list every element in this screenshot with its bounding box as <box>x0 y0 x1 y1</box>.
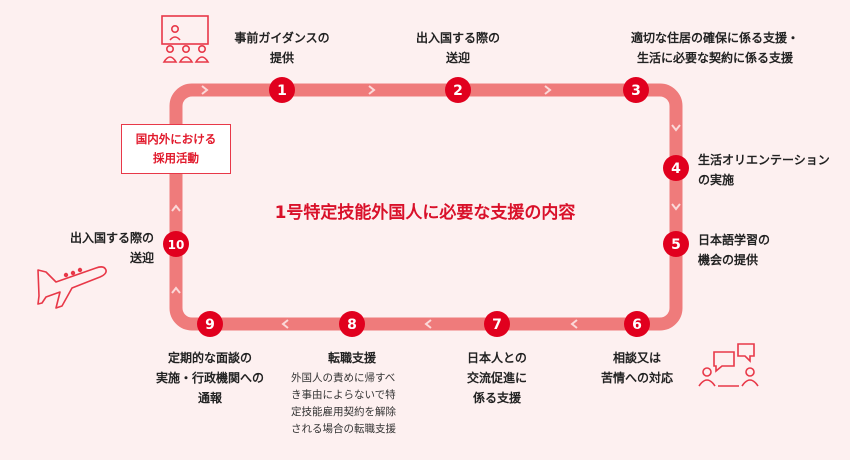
airplane-icon <box>37 266 107 309</box>
step-2-label: 出入国する際の 送迎 <box>416 28 500 68</box>
step-8-marker: 8 <box>339 311 365 337</box>
step-1-marker: 1 <box>269 77 295 103</box>
step-number: 7 <box>492 317 502 333</box>
step-6-label: 相談又は 苦情への対応 <box>601 348 673 388</box>
track-chevron <box>368 85 376 95</box>
step-6-label-line: 苦情への対応 <box>600 371 674 385</box>
track-chevrons <box>171 85 681 329</box>
step-number: 5 <box>671 237 681 253</box>
step-10-label: 出入国する際の 送迎 <box>70 228 154 268</box>
step-7-label-line: 係る支援 <box>472 391 522 405</box>
step-circle <box>484 311 510 337</box>
step-circle <box>269 77 295 103</box>
step-number: 2 <box>453 83 463 99</box>
step-number: 6 <box>632 317 642 333</box>
step-number: 1 <box>277 83 287 99</box>
step-4-label-line: 生活オリエンテーション <box>698 153 830 167</box>
domestic-box-line-1: 国内外における <box>135 132 217 146</box>
step-9-label-line: 実施・行政機関への <box>155 371 265 385</box>
domestic-recruitment-box: 国内外における 採用活動 <box>121 124 231 174</box>
step-6-marker: 6 <box>624 311 650 337</box>
step-circle <box>197 311 223 337</box>
step-number: 9 <box>205 317 215 333</box>
step-2-label-line: 出入国する際の <box>415 31 501 45</box>
step-circle <box>663 231 689 257</box>
step-number: 8 <box>347 317 357 333</box>
track-chevron <box>424 319 432 329</box>
step-1-label-line: 事前ガイダンスの <box>234 31 330 45</box>
step-circle <box>163 231 189 257</box>
step-8-note-line: 定技能雇用契約を解除 <box>291 406 396 418</box>
step-5-label-line: 日本語学習の <box>698 233 771 247</box>
step-number: 10 <box>168 238 185 252</box>
diagram-title: 1号特定技能外国人に必要な支援の内容 <box>274 203 576 223</box>
step-7-label-line: 日本人との <box>467 351 527 365</box>
step-number: 3 <box>631 83 641 99</box>
step-8-note: 外国人の責めに帰すべ き事由によらないで特 定技能雇用契約を解除 される場合の転… <box>291 370 396 438</box>
presentation-icon <box>161 15 210 63</box>
consultation-icon <box>698 343 759 387</box>
track-chevron <box>171 286 181 294</box>
step-3-label: 適切な住居の確保に係る支援・ 生活に必要な契約に係る支援 <box>631 28 799 68</box>
step-markers: 1 2 3 4 5 6 7 8 9 10 <box>163 77 689 337</box>
step-8-note-line: き事由によらないで特 <box>291 389 396 401</box>
track-chevron <box>671 203 681 211</box>
step-4-marker: 4 <box>663 155 689 181</box>
step-4-label: 生活オリエンテーション の実施 <box>698 150 830 190</box>
step-3-label-line: 適切な住居の確保に係る支援・ <box>630 31 800 45</box>
step-5-label-line: 機会の提供 <box>698 253 759 267</box>
step-9-label-line: 通報 <box>197 391 223 405</box>
step-1-label: 事前ガイダンスの 提供 <box>234 28 329 68</box>
step-9-marker: 9 <box>197 311 223 337</box>
step-circle <box>624 311 650 337</box>
step-number: 4 <box>671 161 681 177</box>
step-8-label: 転職支援 <box>328 348 376 368</box>
step-circle <box>663 155 689 181</box>
track-chevron <box>281 319 289 329</box>
step-7-label-line: 交流促進に <box>466 371 528 385</box>
step-6-label-line: 相談又は <box>612 351 662 365</box>
step-circle <box>623 77 649 103</box>
step-2-marker: 2 <box>445 77 471 103</box>
step-9-label-line: 定期的な面談の <box>167 351 253 365</box>
track-chevron <box>171 204 181 212</box>
step-8-note-line: 外国人の責めに帰すべ <box>291 372 396 384</box>
step-circle <box>445 77 471 103</box>
step-5-marker: 5 <box>663 231 689 257</box>
step-8-note-line: される場合の転職支援 <box>291 423 396 435</box>
track-chevron <box>570 319 578 329</box>
step-4-label-line: の実施 <box>698 173 735 187</box>
step-1-label-line: 提供 <box>269 51 294 65</box>
step-9-label: 定期的な面談の 実施・行政機関への 通報 <box>156 348 264 408</box>
track-chevron <box>201 85 209 95</box>
step-7-label: 日本人との 交流促進に 係る支援 <box>467 348 527 408</box>
step-10-label-line: 送迎 <box>129 251 154 265</box>
track-chevron <box>544 85 552 95</box>
domestic-box-line-2: 採用活動 <box>153 151 199 165</box>
step-7-marker: 7 <box>484 311 510 337</box>
step-8-label-line: 転職支援 <box>327 351 377 365</box>
step-10-marker: 10 <box>163 231 189 257</box>
step-2-label-line: 送迎 <box>445 51 471 65</box>
step-3-label-line: 生活に必要な契約に係る支援 <box>636 51 794 65</box>
track-chevron <box>671 124 681 132</box>
step-10-label-line: 出入国する際の <box>69 231 154 245</box>
step-circle <box>339 311 365 337</box>
step-5-label: 日本語学習の 機会の提供 <box>698 230 770 270</box>
step-3-marker: 3 <box>623 77 649 103</box>
